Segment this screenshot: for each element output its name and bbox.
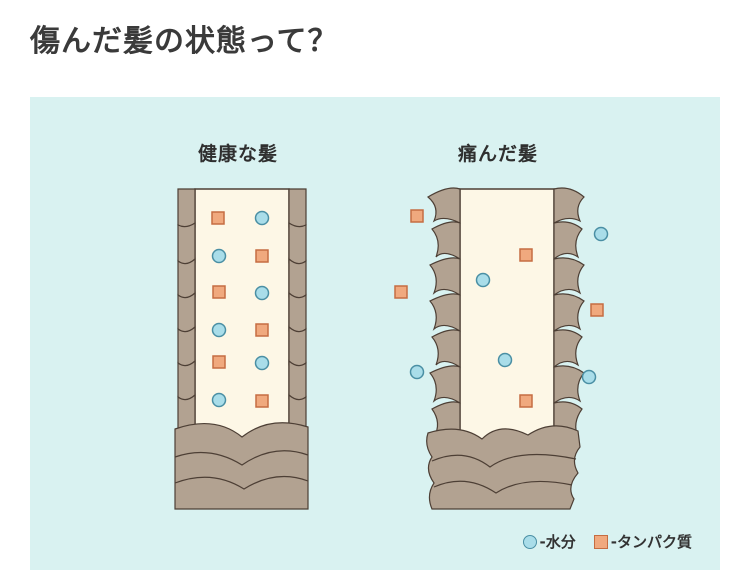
healthy-bottom-scales bbox=[174, 422, 309, 510]
legend-water: -水分 bbox=[522, 531, 576, 552]
legend: -水分 -タンパク質 bbox=[505, 531, 692, 552]
healthy-hair bbox=[174, 188, 309, 510]
healthy-left-cuticle bbox=[177, 188, 196, 433]
damaged-hair-label: 痛んだ髪 bbox=[458, 143, 539, 165]
damaged-leaking-particles bbox=[394, 209, 609, 385]
damaged-cortex bbox=[459, 188, 555, 440]
legend-water-label: -水分 bbox=[539, 533, 576, 551]
square-icon bbox=[593, 534, 608, 549]
hair-illustration bbox=[174, 187, 609, 510]
healthy-cortex bbox=[194, 188, 290, 440]
damaged-bottom-scales bbox=[426, 425, 581, 510]
page-title: 傷んだ髪の状態って？ bbox=[30, 24, 339, 59]
damaged-inner-particles bbox=[475, 248, 533, 408]
circle-icon bbox=[522, 534, 537, 549]
damaged-right-cuticle bbox=[553, 187, 585, 438]
hair-diagram: 健康な髪 痛んだ髪 -水分 -タンパク質 bbox=[30, 97, 720, 570]
legend-protein: -タンパク質 bbox=[593, 531, 692, 552]
damaged-left-cuticle bbox=[426, 187, 461, 438]
healthy-hair-label: 健康な髪 bbox=[198, 143, 279, 165]
healthy-particles bbox=[211, 210, 270, 408]
damaged-hair bbox=[394, 187, 609, 510]
healthy-right-cuticle bbox=[288, 188, 307, 433]
legend-protein-label: -タンパク質 bbox=[610, 533, 692, 551]
